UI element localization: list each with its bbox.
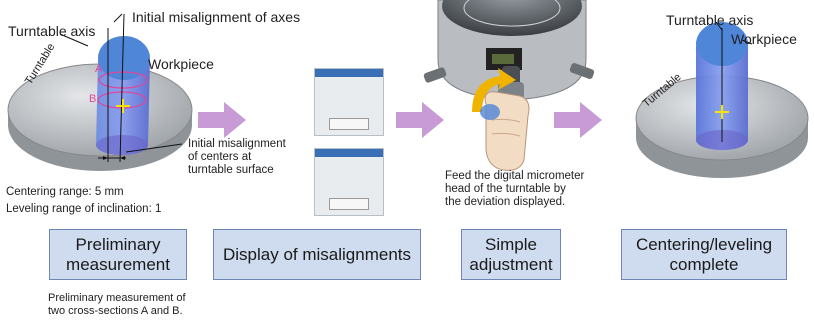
section-a-mark (98, 71, 148, 89)
misalignment-display-panel-2 (314, 148, 384, 216)
workpiece-label-1: Workpiece (148, 56, 214, 72)
misalignment-display-panel-1 (314, 68, 384, 136)
initial-misalignment-centers-label: Initial misalignment of centers at turnt… (188, 138, 286, 176)
leveling-range-label: Leveling range of inclination: 1 (6, 203, 162, 215)
step-box-centering-complete: Centering/leveling complete (621, 229, 787, 280)
workpiece-axis-line (119, 13, 125, 163)
initial-misalignment-axes-label: Initial misalignment of axes (132, 9, 301, 25)
rotation-arrow (472, 68, 516, 112)
center-marker-aligned (715, 105, 729, 119)
flow-arrow-3 (554, 102, 602, 138)
centering-range-label: Centering range: 5 mm (6, 186, 124, 198)
step-box-preliminary-measurement: Preliminary measurement (49, 229, 187, 280)
preliminary-note: Preliminary measurement of two cross-sec… (48, 292, 186, 317)
centering-complete-illustration (635, 21, 809, 178)
simple-adjustment-illustration (423, 0, 595, 171)
display-close-button-2[interactable] (329, 198, 369, 210)
preliminary-measurement-illustration (7, 13, 193, 171)
feed-micrometer-label: Feed the digital micrometer head of the … (445, 170, 585, 208)
turntable-axis-label: Turntable axis (8, 23, 96, 39)
turntable-axis-label-2: Turntable axis (666, 12, 754, 28)
display-close-button-1[interactable] (329, 118, 369, 130)
step-box-display-of-misalignments: Display of misalignments (213, 229, 421, 280)
step-box-simple-adjustment: Simple adjustment (461, 229, 561, 280)
flow-arrow-1 (198, 102, 246, 138)
section-b-label: B (89, 93, 97, 105)
flow-arrow-2 (396, 102, 444, 138)
hand (484, 91, 530, 171)
workpiece-top (98, 36, 150, 80)
center-marker (116, 99, 130, 113)
workpiece-label-2: Workpiece (731, 31, 797, 47)
section-a-label: A (95, 63, 103, 75)
